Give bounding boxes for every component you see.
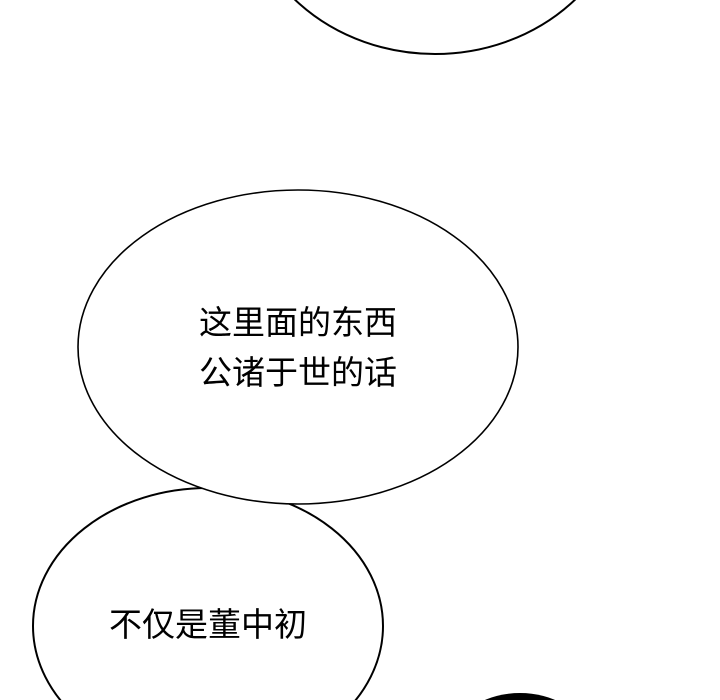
speech-bubble-bottom	[32, 487, 384, 700]
dark-shape-bottom	[484, 693, 556, 700]
bubble-bottom-text: 不仅是董中初	[58, 600, 358, 650]
bubble-middle-text: 这里面的东西 公诸于世的话	[148, 298, 448, 398]
bubble-middle-line-1: 这里面的东西	[199, 303, 397, 342]
bubble-bottom-line-1: 不仅是董中初	[109, 605, 307, 644]
bubble-middle-line-2: 公诸于世的话	[199, 353, 397, 392]
speech-bubble-top	[293, 0, 577, 55]
speech-bubble-middle	[77, 189, 519, 505]
